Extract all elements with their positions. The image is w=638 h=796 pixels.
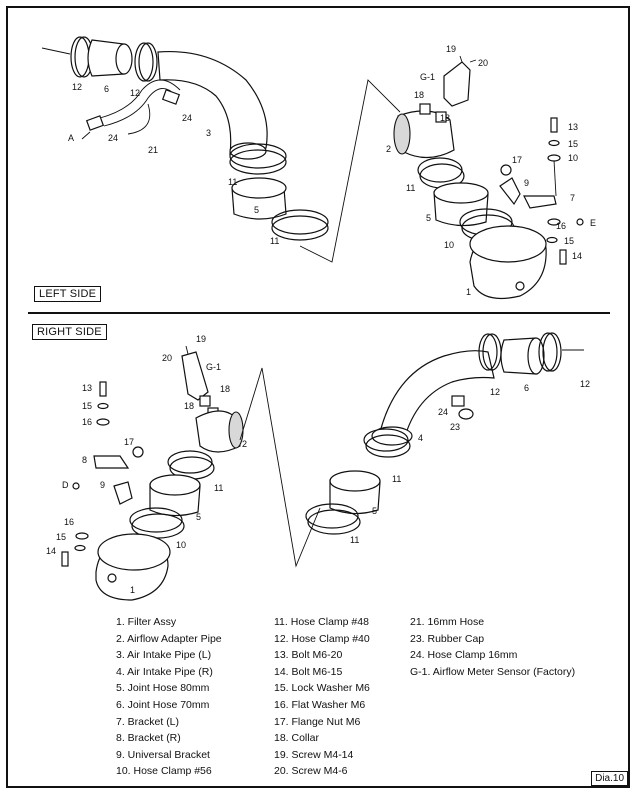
- callout-label: 9: [524, 178, 529, 188]
- legend-item: 9. Universal Bracket: [116, 748, 210, 761]
- callout-label: 2: [386, 144, 391, 154]
- parts-legend-col2: 11. Hose Clamp #48 12. Hose Clamp #40 13…: [274, 614, 370, 780]
- legend-item: 7. Bracket (L): [116, 715, 180, 728]
- callout-label: 18: [414, 90, 424, 100]
- callout-label: 20: [478, 58, 488, 68]
- legend-item: 11. Hose Clamp #48: [274, 616, 369, 628]
- callout-label: 15: [56, 532, 66, 542]
- callout-label: 18: [440, 113, 450, 123]
- callout-label: 11: [392, 474, 401, 484]
- callout-label: 14: [46, 546, 56, 556]
- legend-item: 21. 16mm Hose: [410, 616, 485, 628]
- callout-label: 11: [406, 183, 415, 193]
- callout-label: 2: [242, 439, 247, 449]
- legend-item: 3. Air Intake Pipe (L): [116, 649, 212, 662]
- callout-label: 15: [82, 401, 92, 411]
- callout-label: 24: [182, 113, 192, 123]
- callout-label: 12: [130, 88, 140, 98]
- legend-item: 10. Hose Clamp #56: [116, 765, 212, 778]
- callout-label: 18: [220, 384, 230, 394]
- callout-label: 12: [580, 379, 590, 389]
- callout-label: 11: [270, 236, 279, 246]
- callout-label: 13: [568, 122, 578, 132]
- callout-label: 14: [572, 251, 582, 261]
- callout-label: 16: [556, 221, 566, 231]
- callout-label: 1: [130, 585, 135, 595]
- legend-item: 16. Flat Washer M6: [274, 698, 366, 711]
- diagram-frame: [6, 6, 630, 788]
- callout-label: 5: [372, 506, 377, 516]
- legend-item: 12. Hose Clamp #40: [274, 632, 370, 645]
- legend-item: 8. Bracket (R): [116, 732, 181, 745]
- callout-label: 24: [108, 133, 118, 143]
- callout-label: 20: [162, 353, 172, 363]
- callout-label: 17: [124, 437, 134, 447]
- parts-legend-col1: 1. Filter Assy 2. Airflow Adapter Pipe 3…: [116, 614, 222, 780]
- callout-label: 21: [148, 145, 158, 155]
- legend-item: 6. Joint Hose 70mm: [116, 698, 210, 711]
- callout-label: 11: [228, 177, 237, 187]
- left-side-label: LEFT SIDE: [34, 286, 102, 302]
- callout-label: 17: [512, 155, 522, 165]
- callout-labels: 12 6 12 A 24 24 21 3 11 5 11 19 20 G-1 1…: [46, 44, 596, 595]
- legend-item: 14. Bolt M6-15: [274, 665, 343, 678]
- legend-item: 1. Filter Assy: [116, 616, 177, 628]
- callout-label: 24: [438, 407, 448, 417]
- callout-label: 1: [466, 287, 471, 297]
- legend-item: 15. Lock Washer M6: [274, 682, 370, 695]
- callout-label: 5: [196, 512, 201, 522]
- callout-label: 13: [82, 383, 92, 393]
- legend-item: 18. Collar: [274, 732, 319, 745]
- callout-label: 8: [82, 455, 87, 465]
- callout-label: D: [62, 480, 69, 490]
- diagram-number: Dia.10: [591, 771, 628, 786]
- callout-label: 3: [206, 128, 211, 138]
- callout-label: 6: [104, 84, 109, 94]
- legend-item: 5. Joint Hose 80mm: [116, 682, 210, 695]
- callout-label: 9: [100, 480, 105, 490]
- callout-label: A: [68, 133, 74, 143]
- callout-label: E: [590, 218, 596, 228]
- callout-label: G-1: [420, 72, 435, 82]
- legend-item: 2. Airflow Adapter Pipe: [116, 632, 222, 645]
- legend-item: 17. Flange Nut M6: [274, 715, 361, 728]
- parts-legend-col3: 21. 16mm Hose 23. Rubber Cap 24. Hose Cl…: [410, 614, 575, 680]
- callout-label: 16: [64, 517, 74, 527]
- right-side-assembly: [61, 332, 584, 601]
- legend-item: 24. Hose Clamp 16mm: [410, 649, 518, 662]
- callout-label: 6: [524, 383, 529, 393]
- legend-item: 19. Screw M4-14: [274, 748, 354, 761]
- callout-label: 11: [214, 483, 223, 493]
- callout-label: 15: [564, 236, 574, 246]
- callout-label: 11: [350, 535, 359, 545]
- legend-item: 13. Bolt M6-20: [274, 649, 343, 662]
- legend-item: 20. Screw M4-6: [274, 765, 348, 778]
- callout-label: 19: [196, 334, 206, 344]
- callout-label: 18: [184, 401, 194, 411]
- callout-label: 10: [444, 240, 454, 250]
- callout-label: 16: [82, 417, 92, 427]
- section-divider: [28, 312, 610, 314]
- right-side-label: RIGHT SIDE: [32, 324, 107, 340]
- callout-label: 5: [426, 213, 431, 223]
- callout-label: 7: [570, 193, 575, 203]
- callout-label: 15: [568, 139, 578, 149]
- legend-item: G-1. Airflow Meter Sensor (Factory): [410, 665, 576, 678]
- callout-label: 23: [450, 422, 460, 432]
- callout-label: 12: [490, 387, 500, 397]
- callout-label: G-1: [206, 362, 221, 372]
- legend-item: 23. Rubber Cap: [410, 632, 485, 645]
- callout-label: 10: [176, 540, 186, 550]
- legend-item: 4. Air Intake Pipe (R): [116, 665, 213, 678]
- left-side-assembly: [41, 36, 584, 299]
- callout-label: 10: [568, 153, 578, 163]
- callout-label: 5: [254, 205, 259, 215]
- callout-label: 12: [72, 82, 82, 92]
- callout-label: 19: [446, 44, 456, 54]
- callout-label: 4: [418, 433, 423, 443]
